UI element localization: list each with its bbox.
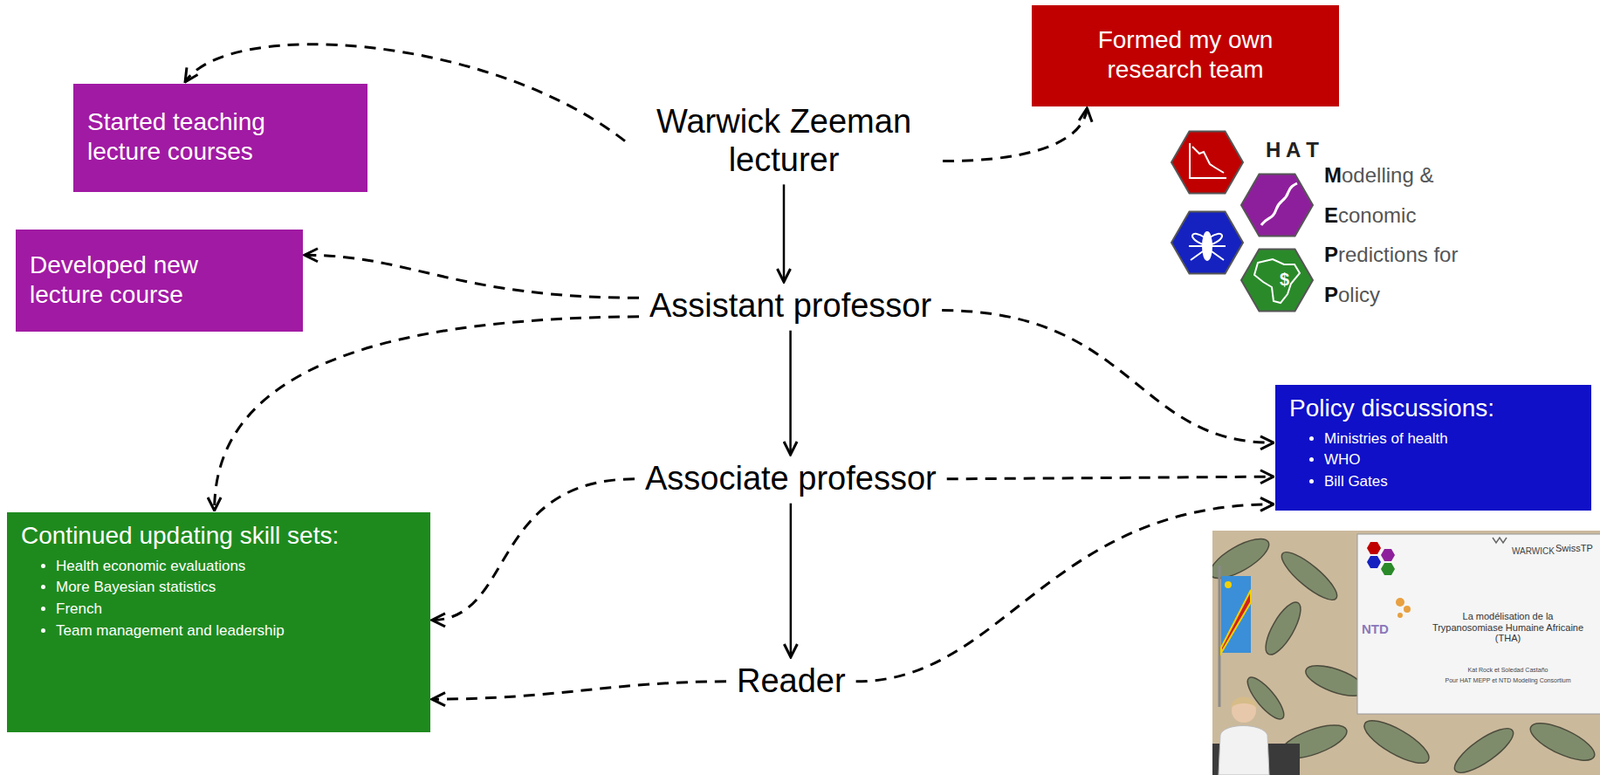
- bullet-list: Health economic evaluationsMore Bayesian…: [20, 556, 417, 643]
- career-stage: Warwick Zeeman lecturer: [631, 101, 936, 181]
- career-stage: Associate professor: [641, 458, 941, 501]
- process-box: Developed new lecture course: [15, 229, 303, 332]
- dashed-arrow: [432, 681, 727, 700]
- dashed-arrow: [856, 504, 1274, 682]
- dashed-arrow: [941, 310, 1274, 444]
- logo-icons: [1188, 143, 1300, 303]
- solid-arrow: [782, 184, 786, 282]
- dashed-arrow: [304, 254, 639, 298]
- purple-hexagon: [1241, 174, 1313, 237]
- dashed-arrow: [947, 476, 1274, 480]
- chart-icon: [1189, 143, 1227, 179]
- blue-hexagon: [1171, 212, 1243, 275]
- flag-stripe: [1221, 590, 1251, 653]
- trypanosome-icon: [1261, 183, 1298, 226]
- logo-symbol: $: [1279, 269, 1290, 290]
- career-stage: Reader: [733, 660, 850, 703]
- process-box: Formed my own research team: [1031, 5, 1340, 107]
- bullet-item: Bill Gates: [1324, 471, 1578, 494]
- box-heading: Policy discussions:: [1289, 393, 1578, 424]
- process-box: Continued updating skill sets: Health eco…: [6, 512, 431, 733]
- bullet-item: Ministries of health: [1324, 428, 1578, 451]
- bullet-item: Health economic evaluations: [55, 556, 417, 578]
- bullet-item: French: [55, 598, 417, 621]
- slide-logo-text: NTD: [1361, 621, 1389, 637]
- talk-photo: [1212, 530, 1600, 775]
- slide-title: La modélisation de la Trypanosomiase Hum…: [1431, 611, 1585, 645]
- screen-ntd-logo: [1395, 597, 1411, 619]
- slide-logo-text: WARWICK: [1511, 546, 1555, 557]
- flag: [1221, 576, 1251, 653]
- box-heading: Developed new lecture course: [29, 250, 240, 310]
- bullet-list: Ministries of healthWHOBill Gates: [1289, 428, 1578, 494]
- career-stage: Assistant professor: [645, 285, 935, 328]
- fly-wings-icon: [1188, 233, 1226, 261]
- flag-pole: [1218, 565, 1222, 708]
- slide-author: Pour HAT MEPP et NTD Modeling Consortium: [1422, 677, 1594, 685]
- process-box: Started teaching lecture courses: [73, 83, 368, 193]
- solid-arrow: [789, 503, 793, 658]
- speaker-body: [1218, 726, 1270, 775]
- solid-arrow: [789, 330, 792, 455]
- stage-title: Warwick Zeeman lecturer: [656, 103, 912, 179]
- screen-mini-logo: [1366, 542, 1395, 576]
- dashed-arrow: [432, 479, 635, 621]
- stage-title: Reader: [736, 662, 846, 700]
- flag-star: [1224, 581, 1232, 589]
- speaker-hair: [1230, 697, 1257, 710]
- projector-screen: [1357, 534, 1600, 715]
- stage-title: Associate professor: [645, 460, 937, 497]
- process-box: Policy discussions: Ministries of healthW…: [1275, 384, 1592, 511]
- dashed-arrow: [214, 316, 639, 511]
- box-heading: Continued updating skill sets:: [20, 521, 371, 551]
- green-hexagon: [1241, 249, 1313, 312]
- logo-word: Predictions for: [1324, 242, 1458, 268]
- logo-acronym: H A T: [1265, 137, 1319, 163]
- box-heading: Started teaching lecture courses: [87, 107, 306, 166]
- slide-logo-text: SwissTP: [1555, 542, 1594, 555]
- bullet-item: Team management and leadership: [55, 620, 417, 643]
- box-heading: Formed my own research team: [1067, 25, 1304, 84]
- logo-word: Modelling &: [1324, 163, 1434, 188]
- logo-word: Policy: [1324, 282, 1381, 308]
- red-hexagon: [1171, 131, 1243, 194]
- logo-word: Economic: [1324, 203, 1416, 228]
- bullet-item: WHO: [1324, 449, 1578, 472]
- stage-title: Assistant professor: [649, 287, 932, 324]
- slide-author: Kat Rock et Soledad Castaño: [1422, 666, 1594, 674]
- decline-line-icon: [1192, 146, 1224, 173]
- warwick-mark: [1492, 537, 1507, 543]
- dashed-arrow: [942, 108, 1087, 162]
- africa-icon: [1254, 259, 1300, 303]
- bullet-item: More Bayesian statistics: [55, 576, 417, 599]
